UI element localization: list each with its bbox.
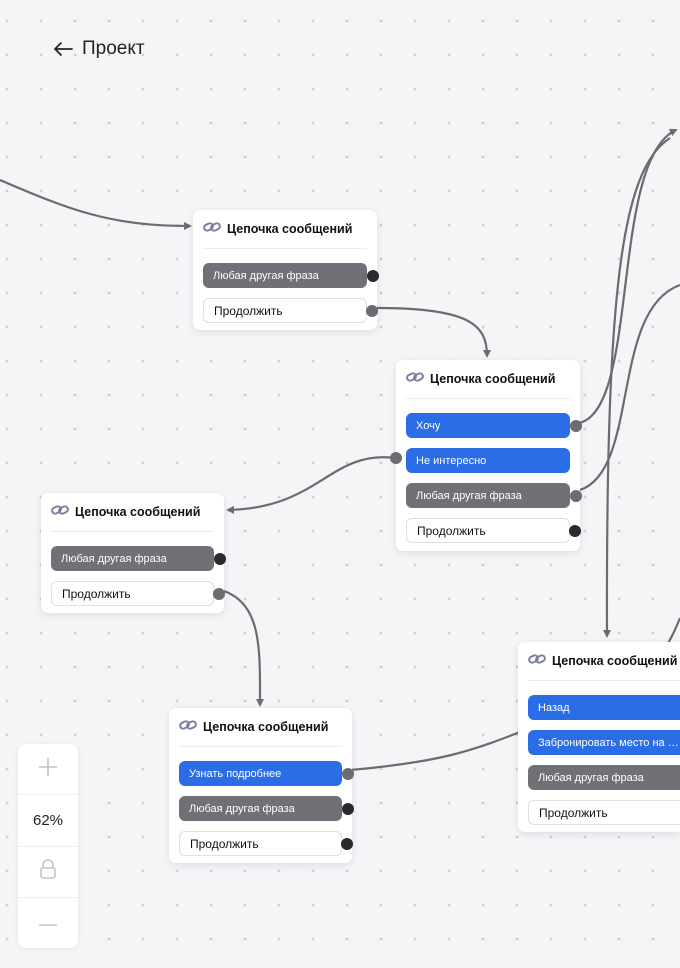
node-button[interactable]: Назад xyxy=(528,695,680,720)
divider xyxy=(528,680,680,681)
node-button[interactable]: Продолжить xyxy=(203,298,378,323)
flow-node[interactable]: Цепочка сообщений Назад Забронировать ме… xyxy=(518,642,680,832)
divider xyxy=(51,531,214,532)
flow-node[interactable]: Цепочка сообщений Любая другая фраза Про… xyxy=(193,210,379,330)
minus-icon xyxy=(38,914,58,932)
flow-node[interactable]: Цепочка сообщений Любая другая фраза Про… xyxy=(41,493,226,613)
node-header[interactable]: Цепочка сообщений xyxy=(396,360,580,398)
lock-icon xyxy=(39,859,57,884)
output-port[interactable] xyxy=(342,767,354,780)
node-button[interactable]: Любая другая фраза xyxy=(179,796,354,821)
flow-node[interactable]: Цепочка сообщений Хочу Не интересно Люба… xyxy=(390,360,582,551)
node-title: Цепочка сообщений xyxy=(203,720,329,734)
output-port[interactable] xyxy=(367,269,379,282)
node-header[interactable]: Цепочка сообщений xyxy=(169,708,352,746)
top-bar: Проект xyxy=(52,38,145,60)
node-button[interactable]: Любая другая фраза xyxy=(528,765,680,790)
node-button[interactable]: Любая другая фраза xyxy=(203,263,379,288)
output-port[interactable] xyxy=(213,587,225,600)
output-port[interactable] xyxy=(569,524,581,537)
node-header[interactable]: Цепочка сообщений xyxy=(518,642,680,680)
node-button[interactable]: Продолжить xyxy=(179,831,353,856)
node-button[interactable]: Продолжить xyxy=(51,581,225,606)
output-port[interactable] xyxy=(570,489,582,502)
link-icon xyxy=(51,503,69,521)
node-title: Цепочка сообщений xyxy=(75,505,201,519)
lock-button[interactable] xyxy=(18,847,78,898)
node-button[interactable]: Узнать подробнее xyxy=(179,761,354,786)
input-port[interactable] xyxy=(390,452,402,464)
divider xyxy=(406,398,570,399)
node-button[interactable]: Не интересно xyxy=(406,448,570,473)
zoom-level: 62% xyxy=(18,795,78,847)
connection-line xyxy=(223,589,265,707)
node-button[interactable]: Забронировать место на кур... xyxy=(528,730,680,755)
connection-line xyxy=(226,456,396,514)
node-button[interactable]: Хочу xyxy=(406,413,582,438)
node-button[interactable]: Продолжить xyxy=(528,800,680,825)
plus-icon xyxy=(38,757,58,782)
connection-line xyxy=(602,137,671,638)
node-button[interactable]: Любая другая фраза xyxy=(51,546,226,571)
flow-node[interactable]: Цепочка сообщений Узнать подробнее Любая… xyxy=(169,708,354,863)
zoom-in-button[interactable] xyxy=(18,744,78,796)
divider xyxy=(203,248,367,249)
output-port[interactable] xyxy=(366,304,378,317)
output-port[interactable] xyxy=(570,419,582,432)
output-port[interactable] xyxy=(342,802,354,815)
link-icon xyxy=(179,718,197,736)
node-header[interactable]: Цепочка сообщений xyxy=(41,493,224,531)
node-button[interactable]: Продолжить xyxy=(406,518,581,543)
zoom-out-button[interactable] xyxy=(18,898,78,948)
link-icon xyxy=(406,370,424,388)
connection-line xyxy=(349,726,531,772)
connection-line xyxy=(579,283,680,492)
arrow-left-icon[interactable] xyxy=(52,38,74,60)
connection-line xyxy=(376,306,491,358)
divider xyxy=(179,746,342,747)
output-port[interactable] xyxy=(214,552,226,565)
node-button[interactable]: Любая другая фраза xyxy=(406,483,582,508)
zoom-controls: 62% xyxy=(18,744,78,948)
link-icon xyxy=(203,220,221,238)
page-title: Проект xyxy=(82,38,145,59)
zoom-level-value: 62% xyxy=(32,811,64,829)
node-header[interactable]: Цепочка сообщений xyxy=(193,210,377,248)
link-icon xyxy=(528,652,546,670)
output-port[interactable] xyxy=(341,837,353,850)
connection-line xyxy=(0,178,192,230)
node-title: Цепочка сообщений xyxy=(430,372,556,386)
node-title: Цепочка сообщений xyxy=(227,222,353,236)
node-title: Цепочка сообщений xyxy=(552,654,678,668)
